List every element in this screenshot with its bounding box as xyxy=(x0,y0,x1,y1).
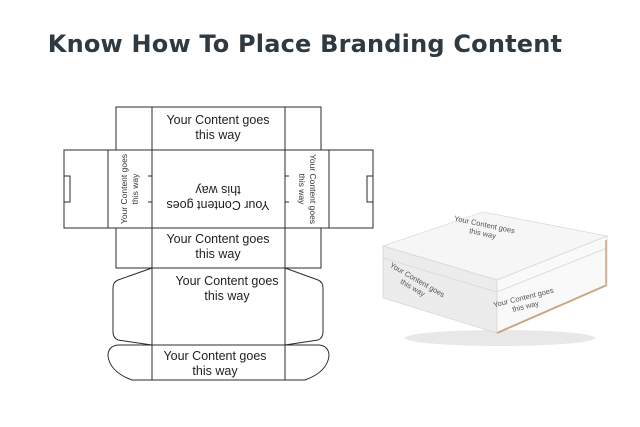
right-lock-notch xyxy=(366,175,373,203)
box-fold-left xyxy=(382,257,498,293)
front-label-1: Your Content goes xyxy=(166,232,269,246)
front-right-tab xyxy=(284,227,322,269)
right-side-label-1: Your Content goes xyxy=(308,154,318,224)
lid-label-2: this way xyxy=(195,183,241,197)
top-right-tab xyxy=(284,106,322,151)
top-left-tab xyxy=(115,106,153,151)
top-flap-label-1: Your Content goes xyxy=(166,113,269,127)
lid-label-1: Your Content goes xyxy=(166,198,269,212)
bottom-flap-label-1: Your Content goes xyxy=(163,349,266,363)
left-side-label-2: this way xyxy=(130,173,140,204)
page-title: Know How To Place Branding Content xyxy=(47,30,563,58)
right-side-label-2: this way xyxy=(297,174,307,205)
bottom-tuck-left xyxy=(107,344,152,381)
bottom-label-2: this way xyxy=(204,289,250,303)
bottom-flap-panel xyxy=(151,344,286,381)
top-flap-label-2: this way xyxy=(195,128,241,142)
box-shadow xyxy=(405,330,595,346)
dieline: Your Content goes this way Your Content … xyxy=(63,106,374,381)
box-fold-right xyxy=(496,247,608,293)
left-side-label-1: Your Content goes xyxy=(119,154,129,224)
box-mockup: Your Content goes this way Your Content … xyxy=(381,211,609,346)
box-kraft-edge xyxy=(496,284,608,334)
bottom-label-1: Your Content goes xyxy=(175,274,278,288)
bottom-right-flap xyxy=(284,267,324,346)
bottom-left-flap xyxy=(112,267,153,346)
bottom-flap-label-2: this way xyxy=(192,364,238,378)
bottom-tuck-right xyxy=(285,344,330,381)
front-label-2: this way xyxy=(195,247,241,261)
left-outer-flap xyxy=(63,149,108,229)
left-lock-notch xyxy=(64,175,71,203)
right-outer-flap xyxy=(329,149,374,229)
front-left-tab xyxy=(115,227,153,269)
